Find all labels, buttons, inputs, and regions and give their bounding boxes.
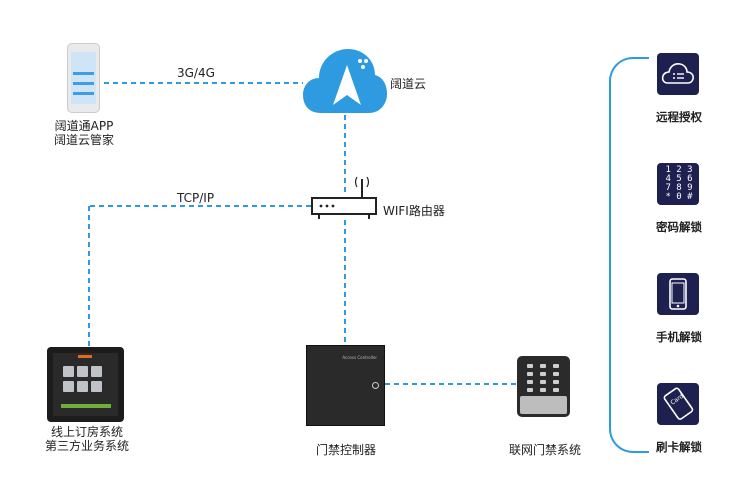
phone-screen-bar [73,82,94,85]
tablet-label: 线上订房系统 第三方业务系统 [41,425,133,453]
keypad-key [553,380,559,384]
cloud-list-icon [661,63,694,84]
cloud-icon [303,49,387,113]
phone-screen-bar [73,72,94,75]
tablet-label-line1: 线上订房系统 [50,425,123,439]
tablet-tile [63,366,74,377]
smartphone-icon [669,278,687,310]
keypad-key [553,372,559,376]
keypad-key [527,388,533,392]
keypad-digit-row: * 0 # [665,192,693,202]
controller-label: 门禁控制器 [316,443,377,457]
phone-device [67,43,100,113]
password-unlock-tile: 1 2 3 4 5 6 7 8 9 * 0 # [657,163,699,205]
keypad-key [527,372,533,376]
feature-label: 手机解锁 [656,330,702,344]
keypad-digit-row: 1 2 3 [665,165,693,175]
wifi-signal-icon [354,176,370,195]
keypad-digits-icon: 1 2 3 4 5 6 7 8 9 * 0 # [662,166,696,202]
tablet-screen [53,353,118,416]
app-label: 阔道通APP 阔道云管家 [52,119,116,147]
remote-auth-tile [657,53,699,95]
tablet-logo [78,355,92,358]
feature-bracket [609,57,649,453]
cloud-label: 阔道云 [390,77,427,91]
app-label-line2: 阔道云管家 [53,133,114,147]
tablet-tile [63,381,74,392]
tablet-status-bar [61,404,111,408]
phone-screen [71,52,96,104]
controller-lock-indicator [372,382,379,389]
controller-caption: Access Controller [342,355,377,360]
keypad-key [527,380,533,384]
app-label-line1: 阔道通APP [54,119,114,133]
keypad-key [540,380,546,384]
feature-label: 刷卡解锁 [656,440,702,454]
router-label: WIFI路由器 [383,204,445,218]
link-label-3g4g: 3G/4G [177,66,215,80]
keypad-digit-row: 7 8 9 [665,183,693,193]
keypad-key [540,388,546,392]
card-icon: Card [663,387,694,420]
keypad-label: 联网门禁系统 [509,443,582,457]
link-label-tcpip: TCP/IP [177,191,215,205]
router-icon [311,192,377,219]
tablet-tile [91,381,102,392]
keypad-card-area [520,396,567,414]
keypad-key [527,364,533,368]
tablet-label-line2: 第三方业务系统 [44,439,129,453]
feature-label: 密码解锁 [656,220,702,234]
keypad-key [553,364,559,368]
card-unlock-tile: Card [657,383,699,425]
keypad-digit-row: 4 5 6 [665,174,693,184]
keypad-key [553,388,559,392]
keypad-key [540,364,546,368]
feature-label: 远程授权 [656,110,702,124]
access-controller-box: Access Controller [306,345,385,426]
phone-screen-bar [73,92,94,95]
tablet-tile [91,366,102,377]
tablet-device [47,347,124,422]
tablet-tile [77,366,88,377]
tablet-tile [77,381,88,392]
keypad-key [540,372,546,376]
keypad-reader-device [517,356,570,417]
phone-unlock-tile [657,273,699,315]
